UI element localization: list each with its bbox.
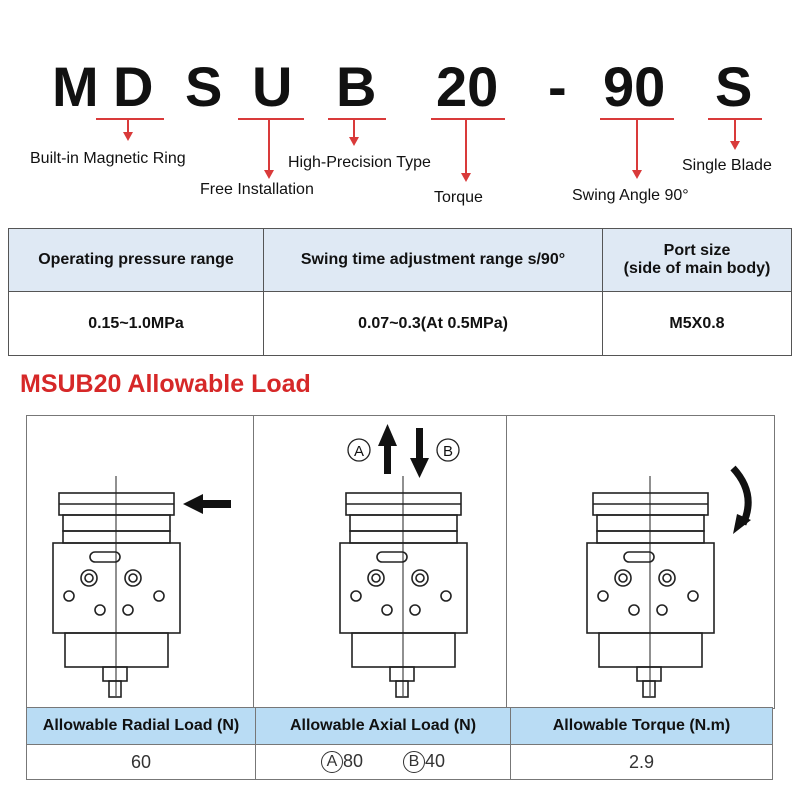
spec-table: Operating pressure range Swing time adju… [8, 228, 792, 356]
load-value-torque: 2.9 [510, 744, 773, 780]
axial-load-panel: A B [254, 416, 506, 708]
axial-b-value: 40 [425, 750, 446, 771]
connector-size [465, 118, 467, 173]
panel-divider [253, 416, 254, 708]
arrow-angle [632, 170, 642, 179]
model-char-dash: - [548, 55, 567, 118]
spec-header-port-line2: (side of main body) [623, 260, 771, 277]
spec-header-swing-time: Swing time adjustment range s/90° [263, 228, 603, 292]
actuator-torque-drawing [586, 465, 752, 698]
mark-b-circle [436, 438, 460, 462]
axial-up-arrow-icon [378, 424, 397, 474]
model-code: M D S U B 20 - 90 S [0, 52, 800, 122]
connector-blade [734, 118, 736, 142]
model-char-blade: S [715, 55, 753, 118]
actuator-axial-drawing: A B [339, 424, 468, 698]
actuator-radial-drawing [52, 476, 231, 698]
mark-a-text: A [354, 443, 364, 460]
model-char-size: 20 [436, 55, 499, 118]
radial-load-panel [27, 416, 253, 708]
radial-force-arrow-icon [183, 494, 231, 514]
axial-a-value: 80 [342, 750, 363, 771]
mark-b-badge: B [403, 751, 426, 774]
load-table: Allowable Radial Load (N) Allowable Axia… [26, 707, 773, 780]
load-value-radial: 60 [26, 744, 256, 780]
spec-value-port: M5X0.8 [602, 291, 792, 356]
model-char-s: S [185, 55, 223, 118]
load-header-axial: Allowable Axial Load (N) [255, 707, 511, 745]
arrow-b [349, 137, 359, 146]
load-illustrations: A B [26, 415, 775, 709]
connector-u [268, 118, 270, 170]
label-high-precision: High-Precision Type [288, 154, 431, 171]
model-char-d: D [113, 55, 154, 118]
torque-panel [507, 416, 774, 708]
panel-divider [506, 416, 507, 708]
underline-b [328, 118, 386, 120]
underline-u [238, 118, 304, 120]
spec-value-pressure: 0.15~1.0MPa [8, 291, 264, 356]
connector-d [127, 118, 129, 133]
torque-arrow-icon [730, 465, 752, 534]
label-single-blade: Single Blade [682, 157, 772, 174]
underline-size [431, 118, 505, 120]
label-torque: Torque [434, 189, 483, 206]
mark-a-badge: A [320, 751, 343, 774]
arrow-blade [730, 141, 740, 150]
connector-b [353, 118, 355, 138]
underline-d [96, 118, 164, 120]
label-free-installation: Free Installation [200, 181, 314, 198]
spec-header-pressure: Operating pressure range [8, 228, 264, 292]
model-char-m: M [52, 55, 99, 118]
model-char-b: B [336, 55, 377, 118]
load-header-radial: Allowable Radial Load (N) [26, 707, 256, 745]
spec-header-port-line1: Port size [663, 242, 731, 259]
connector-angle [636, 118, 638, 170]
label-swing-angle: Swing Angle 90° [572, 187, 689, 204]
spec-value-swing-time: 0.07~0.3(At 0.5MPa) [263, 291, 603, 356]
mark-a-circle [347, 438, 371, 462]
label-magnetic-ring: Built-in Magnetic Ring [30, 150, 186, 167]
arrow-u [264, 170, 274, 179]
load-header-torque: Allowable Torque (N.m) [510, 707, 773, 745]
model-char-u: U [252, 55, 293, 118]
axial-down-arrow-icon [410, 428, 429, 478]
spec-header-port: Port size (side of main body) [602, 228, 792, 292]
arrow-d [123, 132, 133, 141]
mark-b-text: B [443, 443, 453, 460]
load-section-title: MSUB20 Allowable Load [20, 370, 311, 398]
arrow-size [461, 173, 471, 182]
model-char-angle: 90 [603, 55, 666, 118]
